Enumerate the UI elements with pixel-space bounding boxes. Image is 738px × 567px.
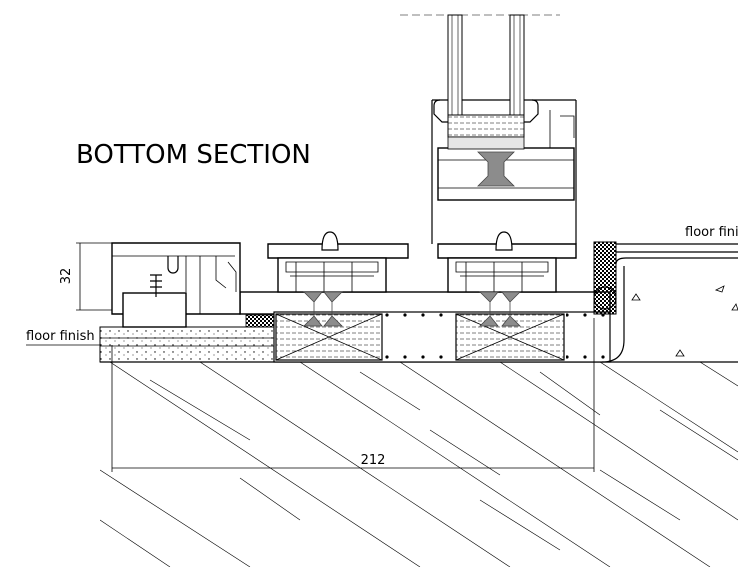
glazing-unit	[400, 14, 560, 150]
outer-frame-profile	[111, 242, 241, 328]
dimension-height-value: 32	[59, 268, 74, 285]
insulation-block-left	[275, 313, 383, 361]
dimension-width-value: 212	[361, 453, 386, 468]
upper-frame	[431, 99, 577, 244]
sash-profile-left	[267, 231, 409, 327]
ground-hatch	[100, 362, 738, 567]
floor-finish-left-layer	[99, 314, 275, 363]
floor-finish-label-right: floor finish	[685, 225, 738, 240]
right-floor-assembly	[593, 241, 738, 363]
sash-profile-right	[437, 231, 577, 327]
dimension-height	[76, 242, 112, 311]
section-title: BOTTOM SECTION	[76, 140, 311, 170]
dimension-width	[111, 318, 595, 472]
floor-finish-label-left: floor finish	[26, 329, 95, 344]
